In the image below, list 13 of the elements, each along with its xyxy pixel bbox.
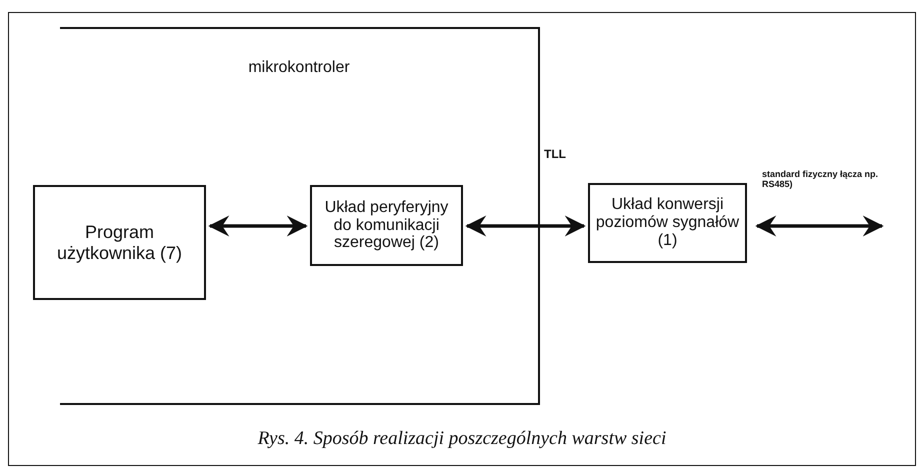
- block-text: Układ konwersji poziomów sygnałów (1): [594, 196, 740, 250]
- figure-caption: Rys. 4. Sposób realizacji poszczególnych warstw sieci: [256, 428, 668, 450]
- block-text: Układ peryferyjny do komunikacji szeregowej (2): [324, 198, 450, 252]
- double-arrow: [755, 216, 884, 236]
- block-text: Program użytkownika (7): [56, 222, 184, 263]
- block-box: [33, 185, 206, 300]
- block-box: [310, 185, 463, 266]
- note-text: standard fizyczny łącza np. RS485): [762, 170, 880, 190]
- signal-label: TLL: [544, 148, 567, 162]
- double-arrow: [208, 216, 308, 236]
- double-arrow: [465, 216, 586, 236]
- group-title: mikrokontroler: [247, 59, 351, 77]
- block-box: [588, 183, 747, 263]
